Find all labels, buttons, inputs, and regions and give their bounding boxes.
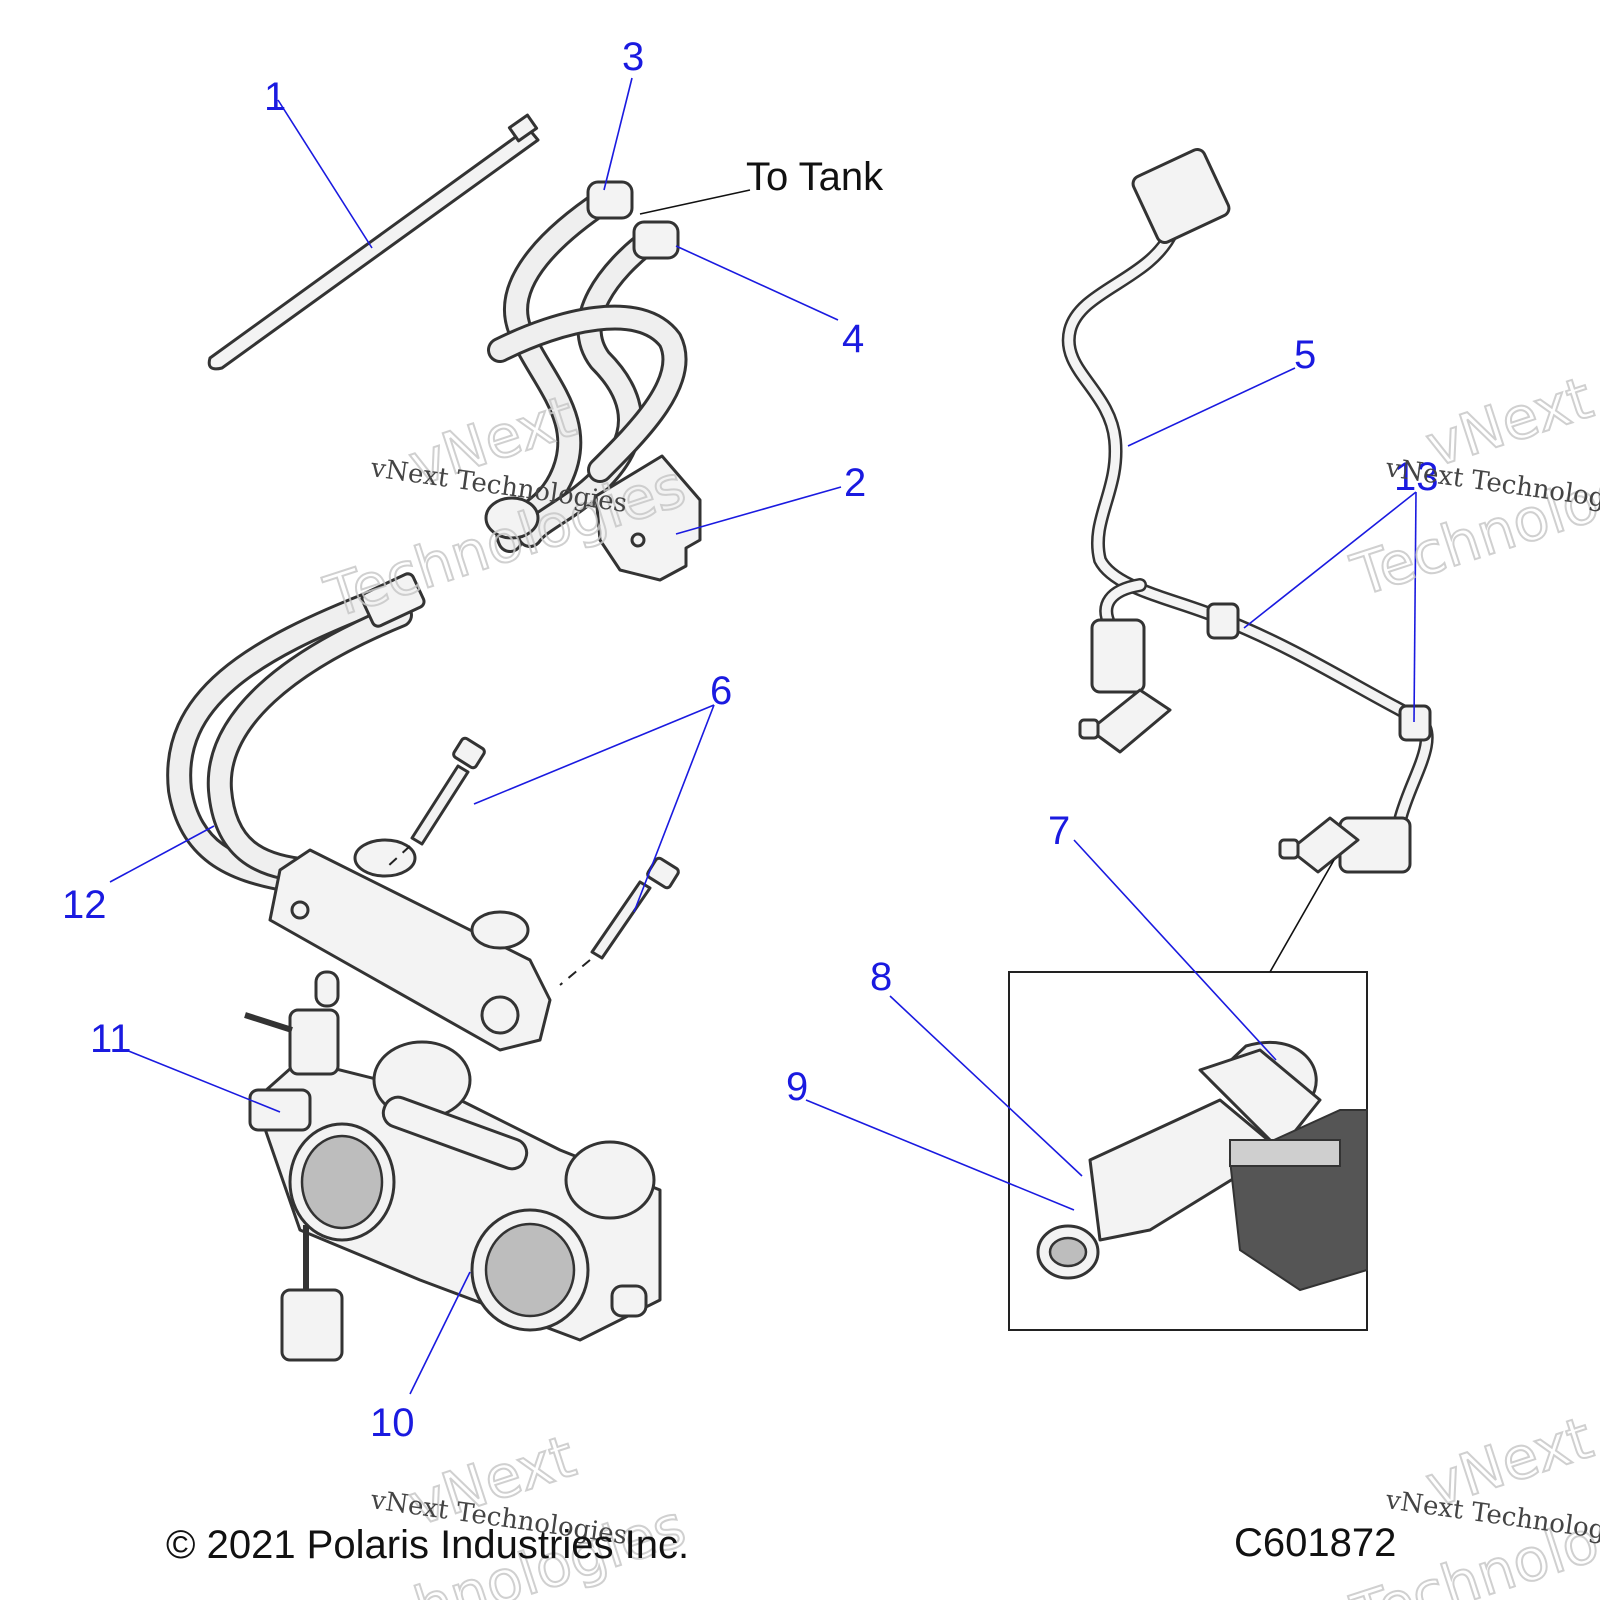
callout-1: 1 [264, 75, 286, 119]
fuel-injector-upper-part [1078, 618, 1172, 754]
callout-10: 10 [370, 1401, 415, 1445]
callout-3: 3 [622, 35, 644, 79]
callout-8: 8 [870, 955, 892, 999]
injector-harness-part [1061, 148, 1434, 827]
callout-9: 9 [786, 1065, 808, 1109]
fuel-rail-part [268, 838, 552, 1052]
hose-connector [360, 572, 426, 628]
bolts-part [385, 736, 680, 986]
callout-6: 6 [710, 669, 732, 713]
diagram-code: C601872 [1234, 1521, 1396, 1565]
copyright-footer: © 2021 Polaris Industries Inc. [166, 1523, 689, 1567]
watermark-bottom-right: vNext Technologies [1342, 1402, 1600, 1600]
fuel-lines-to-tank-part [484, 180, 688, 553]
fuel-injector-lower-part [1278, 816, 1412, 874]
callout-4: 4 [842, 317, 864, 361]
hose-clamp-3 [586, 180, 634, 220]
watermark-bottom-left: vNext Technologies [316, 1421, 694, 1600]
hose-clamp-4 [632, 220, 680, 260]
callout-7: 7 [1048, 809, 1070, 853]
fuel-line-bracket-part [594, 454, 702, 582]
throttle-body-part [253, 1040, 662, 1342]
callout-5: 5 [1294, 333, 1316, 377]
to-tank-label: To Tank [746, 155, 884, 199]
harness-connector [1131, 148, 1231, 244]
callout-2: 2 [844, 461, 866, 505]
callout-12: 12 [62, 883, 107, 927]
cable-tie-part [207, 113, 540, 371]
leader-lines [109, 77, 1417, 1395]
callout-labels: 1 2 3 4 5 6 7 8 9 10 11 12 13 To Tank [62, 35, 1439, 1445]
harness-clip-a [1206, 602, 1240, 640]
fuel-rail-hose-part [166, 572, 426, 893]
harness-clip-b [1398, 704, 1432, 742]
callout-13: 13 [1394, 455, 1439, 499]
callout-11: 11 [90, 1017, 132, 1061]
throttle-sensor-part [244, 970, 344, 1362]
injector-detail-inset [1008, 859, 1368, 1331]
quick-connector [484, 496, 540, 540]
